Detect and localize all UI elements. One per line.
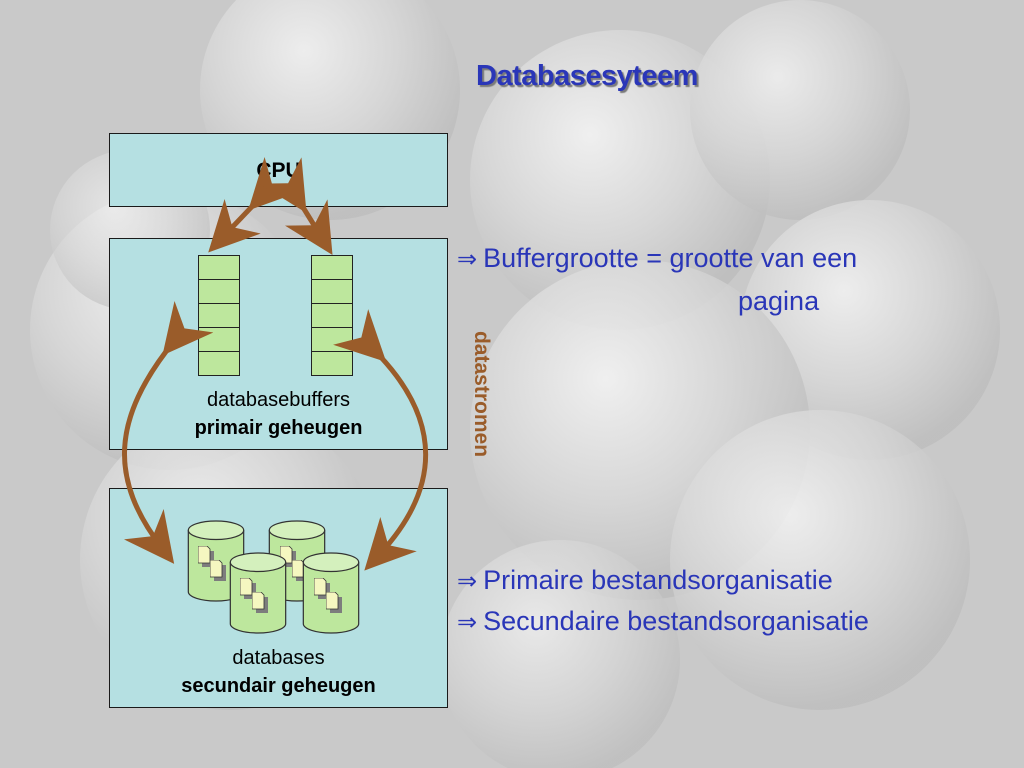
- double-arrow-icon: ⇒: [457, 609, 478, 636]
- datastromen-text: datastromen: [470, 330, 493, 458]
- bullet-pagina-text: pagina: [738, 286, 820, 316]
- double-arrow-icon: ⇒: [457, 246, 478, 273]
- bullet-primaire-text: Primaire bestandsorganisatie: [483, 565, 833, 595]
- bullet-secundaire-text: Secundaire bestandsorganisatie: [483, 606, 869, 636]
- primary-memory-label: databasebuffers primair geheugen: [110, 386, 447, 442]
- cpu-label: CPU: [256, 159, 301, 182]
- datastromen-label: datastromen: [466, 314, 496, 474]
- bullet-buffergrootte-text: Buffergrootte = grootte van een: [483, 243, 858, 273]
- database-buffer-right: [311, 255, 353, 376]
- bullet-buffergrootte: ⇒Buffergrootte = grootte van een: [457, 241, 857, 277]
- double-arrow-icon: ⇒: [457, 568, 478, 595]
- slide-title: Databasesyteem: [476, 60, 698, 92]
- databases-label: databases: [232, 647, 325, 669]
- primair-geheugen-label: primair geheugen: [194, 417, 363, 439]
- secondary-memory-box: databases secundair geheugen: [109, 488, 448, 708]
- bullet-primaire: ⇒Primaire bestandsorganisatie: [457, 563, 833, 599]
- secondary-memory-label: databases secundair geheugen: [110, 644, 447, 700]
- database-buffer-left: [198, 255, 240, 376]
- cpu-box: CPU: [109, 133, 448, 207]
- primary-memory-box: databasebuffers primair geheugen: [109, 238, 448, 450]
- bullet-buffergrootte-cont: pagina: [738, 284, 819, 318]
- databasebuffers-label: databasebuffers: [206, 389, 351, 411]
- secundair-geheugen-label: secundair geheugen: [181, 675, 376, 697]
- bullet-secundaire: ⇒Secundaire bestandsorganisatie: [457, 604, 869, 640]
